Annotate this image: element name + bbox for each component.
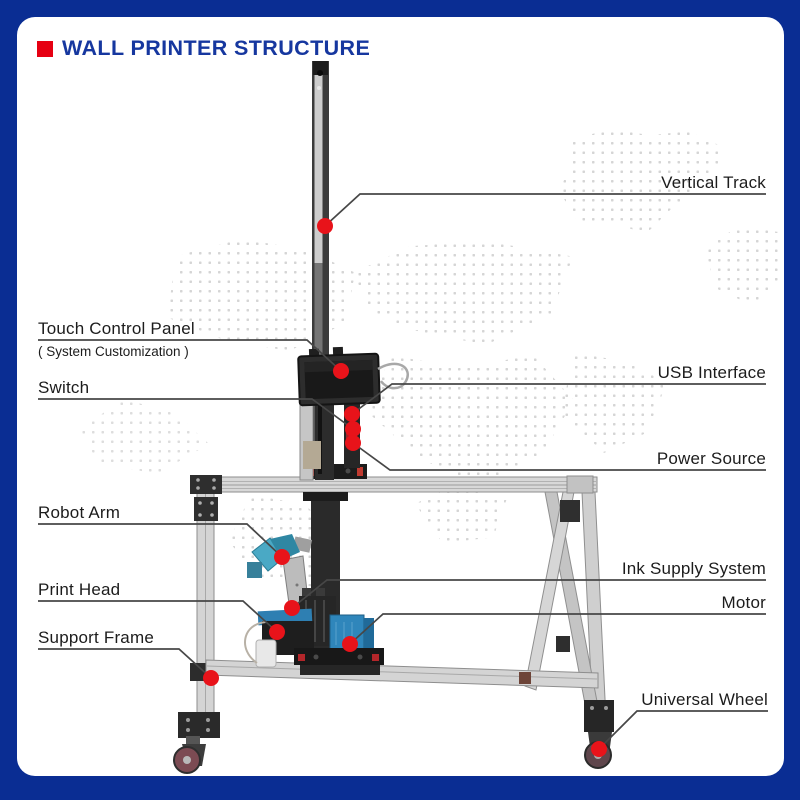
left-caster-graphic — [173, 736, 206, 774]
rail-graphic — [299, 399, 360, 481]
callout-dot-power-source — [345, 435, 361, 451]
left-post-graphic — [178, 491, 220, 738]
bottom-beam-graphic — [205, 659, 599, 689]
robot-arm-graphic — [247, 534, 313, 641]
label-support-frame: Support Frame — [38, 628, 154, 647]
callout-line-support-frame — [38, 648, 212, 679]
column-graphic — [311, 492, 340, 660]
vertical-track-graphic — [312, 61, 329, 481]
callout-line-ink-supply — [291, 579, 766, 609]
label-ink-supply-system: Ink Supply System — [621, 559, 766, 578]
callout-dot-vertical-track — [317, 218, 333, 234]
label-universal-wheel: Universal Wheel — [641, 690, 768, 709]
callout-dot-switch — [345, 421, 361, 437]
label-print-head: Print Head — [38, 580, 121, 599]
print-head-graphic — [244, 608, 314, 668]
a-frame-graphic — [524, 491, 608, 743]
label-switch: Switch — [38, 378, 90, 397]
label-vertical-track: Vertical Track — [661, 173, 766, 192]
callout-dot-support-frame — [203, 670, 219, 686]
callout-line-usb-interface — [351, 383, 766, 415]
base-plate-graphic — [294, 648, 384, 675]
touch-panel-graphic — [297, 346, 381, 407]
callout-line-vertical-track — [324, 193, 766, 227]
label-motor: Motor — [721, 593, 766, 612]
callout-line-switch — [38, 398, 354, 430]
callout-dot-motor — [342, 636, 358, 652]
carriage-graphic — [305, 464, 367, 479]
label-robot-arm: Robot Arm — [38, 503, 121, 522]
page-title: WALL PRINTER STRUCTURE — [62, 36, 371, 60]
callout-line-robot-arm — [38, 523, 283, 558]
label-power-source: Power Source — [656, 449, 766, 468]
callout-line-universal-wheel — [598, 710, 768, 750]
column-flange-graphic — [303, 492, 348, 501]
usb-cable-graphic — [377, 362, 409, 390]
ink-supply-graphic — [299, 588, 336, 646]
red-square-bullet-icon — [37, 40, 53, 57]
top-beam-graphic — [190, 475, 598, 494]
callout-line-motor — [349, 613, 766, 645]
callout-dot-robot-arm — [274, 549, 290, 565]
right-caster-graphic — [584, 700, 614, 769]
a-frame-clamp-graphic — [556, 636, 570, 652]
callout-dot-universal-wheel — [591, 741, 607, 757]
callout-dot-usb-interface — [344, 406, 360, 422]
page-header: WALL PRINTER STRUCTURE — [37, 36, 370, 61]
label-usb-interface: USB Interface — [657, 363, 766, 382]
callout-dot-touch-panel — [333, 363, 349, 379]
label-system-customization: ( System Customization ) — [38, 344, 189, 359]
callout-dot-print-head — [269, 624, 285, 640]
motor-graphic — [329, 614, 374, 653]
a-frame-plate-graphic — [560, 500, 580, 522]
label-touch-control-panel: Touch Control Panel — [38, 319, 195, 338]
callout-dot-ink-supply — [284, 600, 300, 616]
